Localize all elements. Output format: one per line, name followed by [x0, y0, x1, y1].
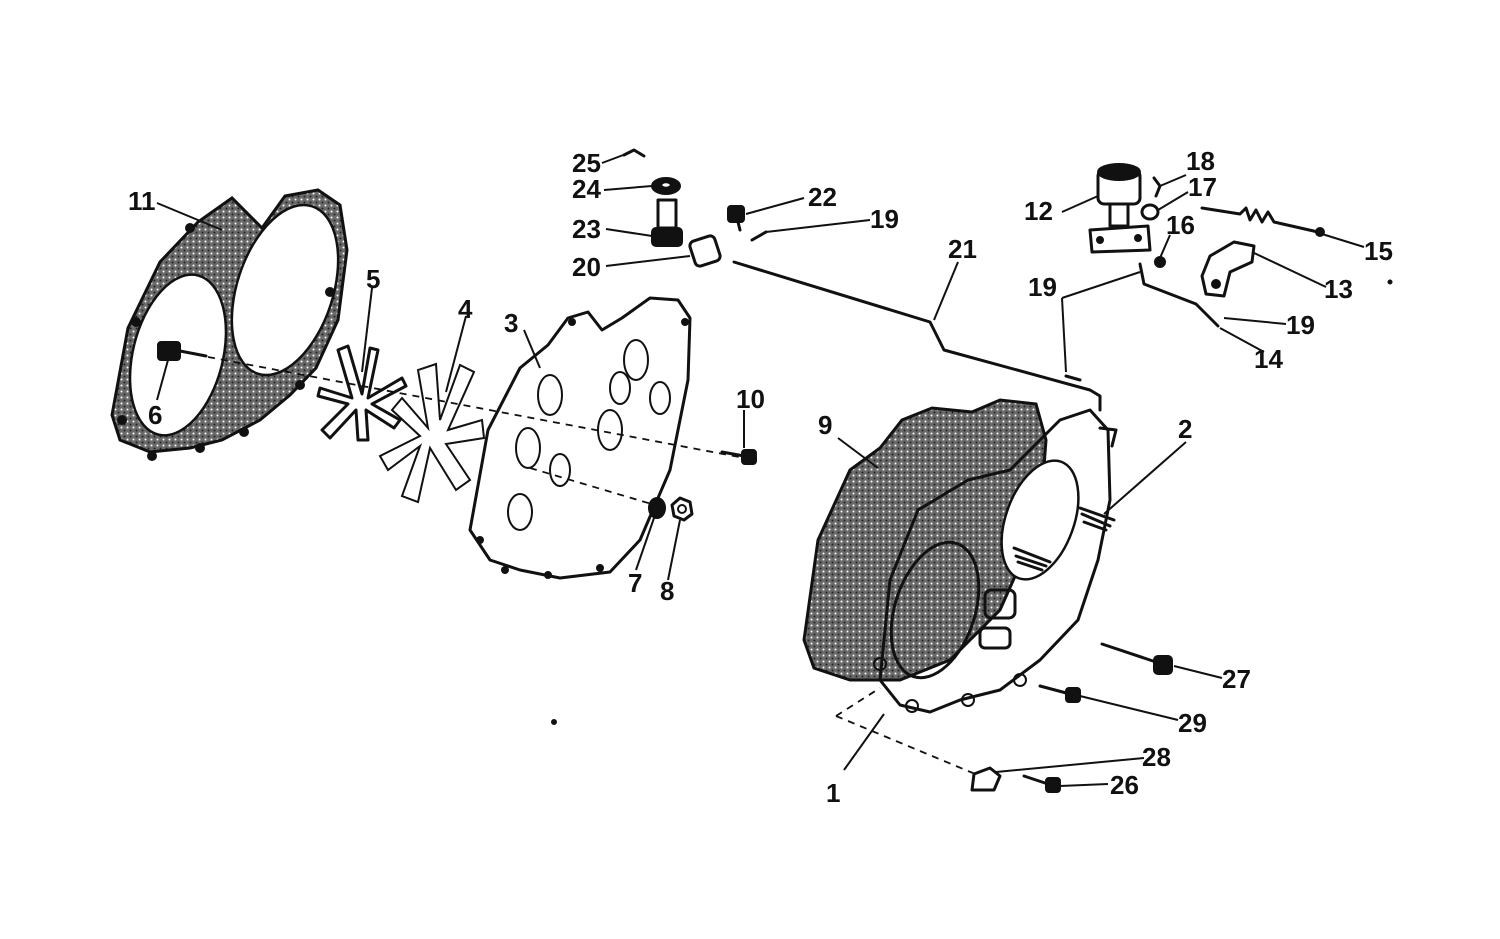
- callout-28: 28: [1142, 742, 1171, 772]
- callout-18: 18: [1186, 146, 1215, 176]
- callout-19-mid: 19: [1028, 272, 1057, 302]
- rod-part-21: [732, 260, 1102, 412]
- gasket-part-11: [110, 188, 349, 461]
- impeller-part-4: [378, 362, 486, 504]
- nut-part-8: [670, 496, 694, 522]
- callout-7: 7: [628, 568, 642, 598]
- clip-part-19a: [750, 230, 768, 242]
- shaft-part-23: [651, 198, 683, 247]
- sleeve-part-20: [688, 234, 722, 268]
- callout-10: 10: [736, 384, 765, 414]
- clip-part-19b: [1064, 374, 1082, 382]
- link-part-14: [1138, 262, 1220, 328]
- callout-19-right: 19: [1286, 310, 1315, 340]
- callout-15: 15: [1364, 236, 1393, 266]
- screw-part-16: [1154, 256, 1166, 268]
- screw-part-27: [1100, 642, 1173, 675]
- washer-part-17: [1140, 203, 1160, 221]
- lever-part-13: [1200, 240, 1256, 298]
- callout-12: 12: [1024, 196, 1053, 226]
- callout-1: 1: [826, 778, 840, 808]
- leader-lines: [156, 153, 1365, 787]
- callout-2: 2: [1178, 414, 1192, 444]
- callout-16: 16: [1166, 210, 1195, 240]
- washer-part-7: [648, 497, 666, 519]
- callout-8: 8: [660, 576, 674, 606]
- plate-part-3: [468, 296, 692, 580]
- bushing-part-24: [651, 177, 681, 195]
- screw-part-6: [157, 341, 208, 361]
- screw-part-18: [1152, 176, 1162, 198]
- callout-14: 14: [1254, 344, 1283, 374]
- callout-26: 26: [1110, 770, 1139, 800]
- callout-17: 17: [1188, 172, 1217, 202]
- callout-6: 6: [148, 400, 162, 430]
- callout-21: 21: [948, 234, 977, 264]
- callout-22: 22: [808, 182, 837, 212]
- impeller-part-5: [316, 344, 408, 442]
- clip-part-28: [970, 766, 1002, 792]
- screw-part-29: [1038, 684, 1081, 703]
- callout-25: 25: [572, 148, 601, 178]
- knob-part-12: [1088, 163, 1152, 254]
- callout-29: 29: [1178, 708, 1207, 738]
- callout-23: 23: [572, 214, 601, 244]
- callout-5: 5: [366, 264, 380, 294]
- screw-part-10: [720, 449, 757, 465]
- callout-20: 20: [572, 252, 601, 282]
- callout-4: 4: [458, 294, 473, 324]
- callout-24: 24: [572, 174, 601, 204]
- callout-19-top: 19: [870, 204, 899, 234]
- spring-part-15: [1200, 206, 1325, 237]
- stud-part-2: [1012, 506, 1116, 572]
- screw-part-26: [1022, 774, 1061, 793]
- callout-labels: 1 2 3 4 5 6 7 8 9 10 11 12 13 14 15 16 1…: [128, 146, 1393, 808]
- callout-11: 11: [128, 186, 156, 216]
- callout-3: 3: [504, 308, 518, 338]
- callout-27: 27: [1222, 664, 1251, 694]
- callout-9: 9: [818, 410, 832, 440]
- fitting-part-22: [727, 205, 745, 232]
- pin-part-25: [622, 148, 646, 158]
- callout-13: 13: [1324, 274, 1353, 304]
